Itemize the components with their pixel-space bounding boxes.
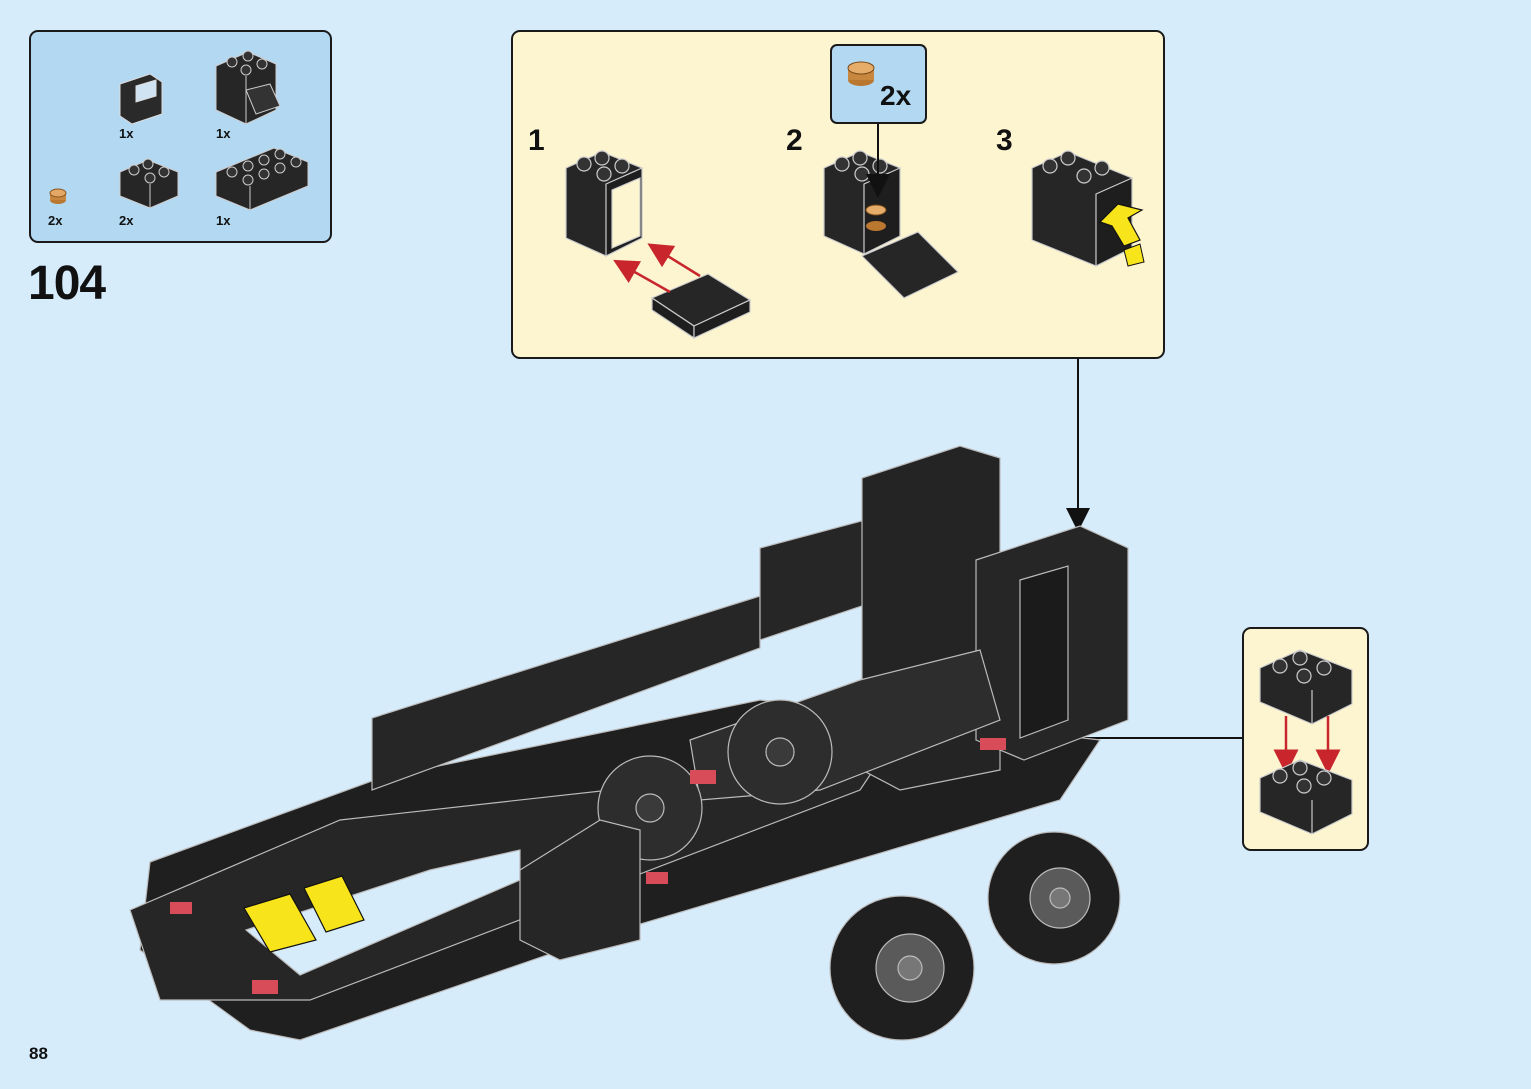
parts-list-panel (29, 30, 332, 243)
front-wheel (829, 895, 975, 1041)
sub-step-2-label: 2 (786, 124, 803, 157)
panel-window-icon (119, 73, 163, 125)
part-qty-brick-2x4: 1x (216, 213, 231, 228)
page-number: 88 (29, 1044, 48, 1063)
round-plate-icon (49, 188, 67, 204)
yellow-turn-arrow (1098, 203, 1144, 247)
callout-parts-box (830, 44, 927, 124)
sub-step-3-label: 3 (996, 124, 1013, 157)
step-number: 104 (28, 257, 106, 310)
part-qty-round-plate: 2x (48, 213, 63, 228)
brick-2x2-icon (119, 158, 179, 209)
callout-round-plate-icon (847, 61, 875, 86)
rear-wheel (987, 831, 1121, 965)
red-arrow-1a (613, 259, 671, 294)
part-qty-brick-2x2: 2x (119, 213, 134, 228)
side-brick-bottom (1259, 759, 1353, 835)
brick-4x2-icon (215, 147, 309, 211)
yellow-indicator (1123, 243, 1145, 267)
callout-qty: 2x (880, 80, 912, 111)
container-icon (215, 50, 281, 125)
part-qty-container: 1x (216, 126, 231, 141)
main-vehicle-model (129, 445, 1129, 1041)
red-arrow-1b (647, 243, 701, 278)
sub-step-2-container (823, 150, 960, 299)
sub-step-1-label: 1 (528, 124, 545, 157)
sub-step-1-container (565, 150, 752, 340)
sub-step-2-round-plates (865, 204, 887, 231)
side-brick-top (1259, 649, 1353, 725)
part-qty-panel: 1x (119, 126, 134, 141)
